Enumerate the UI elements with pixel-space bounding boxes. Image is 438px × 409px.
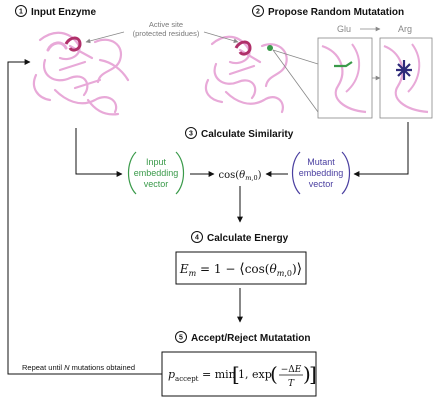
step3-title: Calculate Similarity [201, 129, 294, 140]
step2-number: 2 [256, 9, 260, 16]
mutant-vector-label-1: Mutant [307, 157, 335, 167]
step5-header: 5 Accept/Reject Mutatation [175, 331, 310, 344]
step3-number: 3 [189, 131, 193, 138]
svg-text:]: ] [309, 362, 317, 386]
step4-title: Calculate Energy [207, 233, 289, 244]
residue-to-label: Arg [398, 24, 412, 34]
svg-text:): ) [303, 362, 311, 386]
input-vector-label-3: vector [144, 179, 169, 189]
step1-title: Input Enzyme [31, 7, 96, 18]
mutant-vector-label-2: embedding [299, 168, 344, 178]
active-site-label: Active site [149, 20, 183, 29]
zoom-line-bottom [272, 49, 319, 113]
step5-title: Accept/Reject Mutatation [191, 333, 310, 344]
step5-number-circle [175, 331, 187, 343]
svg-text:[: [ [232, 362, 240, 386]
step1-number-circle [15, 5, 27, 17]
active-site-residue [64, 36, 82, 52]
glu-zoom-panel [317, 37, 373, 119]
repeat-loop-arrow [7, 59, 162, 375]
step1-header: 1 Input Enzyme [15, 5, 96, 18]
mutant-enzyme-protein [204, 35, 288, 114]
mutation-site-marker [267, 45, 273, 51]
energy-formula: Em = 1 − ⟨cos(θm,0)⟩ [179, 261, 302, 278]
accept-formula-box [161, 351, 317, 397]
step3-header: 3 Calculate Similarity [185, 127, 294, 140]
energy-formula-box [175, 251, 307, 285]
protected-residues-label: (protected residues) [133, 29, 200, 38]
input-embedding-vector: Input embedding vector [127, 151, 185, 195]
similarity-formula: cos(θm,0) [219, 170, 262, 182]
arg-zoom-panel [379, 37, 433, 119]
residue-from-label: Glu [337, 24, 351, 34]
step4-number: 4 [195, 235, 199, 242]
arg-residue [396, 60, 412, 80]
input-vector-right-bracket [175, 151, 185, 195]
step2-number-circle [252, 5, 264, 17]
svg-text:−ΔE: −ΔE [281, 365, 302, 375]
mutant-active-site-residue [234, 40, 252, 56]
input-enzyme-protein [32, 31, 130, 116]
step2-title: Propose Random Mutatation [268, 7, 404, 18]
repeat-loop-label: Repeat until N mutations obtained [22, 363, 135, 372]
mutant-embedding-vector: Mutant embedding vector [291, 151, 351, 195]
mutant-vector-label-3: vector [309, 179, 334, 189]
glu-residue [334, 61, 353, 68]
input-to-embedding-arrow [75, 128, 123, 177]
step3-number-circle [185, 127, 197, 139]
zoom-line-top [272, 49, 319, 65]
svg-text:paccept = min: paccept = min [168, 368, 236, 383]
step5-number: 5 [179, 335, 183, 342]
input-vector-left-bracket [127, 151, 137, 195]
input-vector-label-2: embedding [134, 168, 179, 178]
step4-header: 4 Calculate Energy [191, 231, 289, 244]
step4-number-circle [191, 231, 203, 243]
svg-text:(: ( [270, 362, 278, 386]
mutant-vector-right-bracket [341, 151, 351, 195]
svg-text:T: T [288, 379, 295, 389]
svg-text:1, exp: 1, exp [238, 368, 272, 381]
mutant-to-embedding-arrow [353, 122, 409, 177]
input-vector-label-1: Input [146, 157, 167, 167]
active-site-pointer-right [203, 31, 239, 44]
active-site-pointer-left [85, 31, 125, 44]
step1-number: 1 [19, 9, 23, 16]
accept-formula: paccept = min [ 1, exp ( −ΔE T ) ] [168, 362, 317, 389]
mutant-vector-left-bracket [291, 151, 301, 195]
step2-header: 2 Propose Random Mutatation [252, 5, 404, 18]
